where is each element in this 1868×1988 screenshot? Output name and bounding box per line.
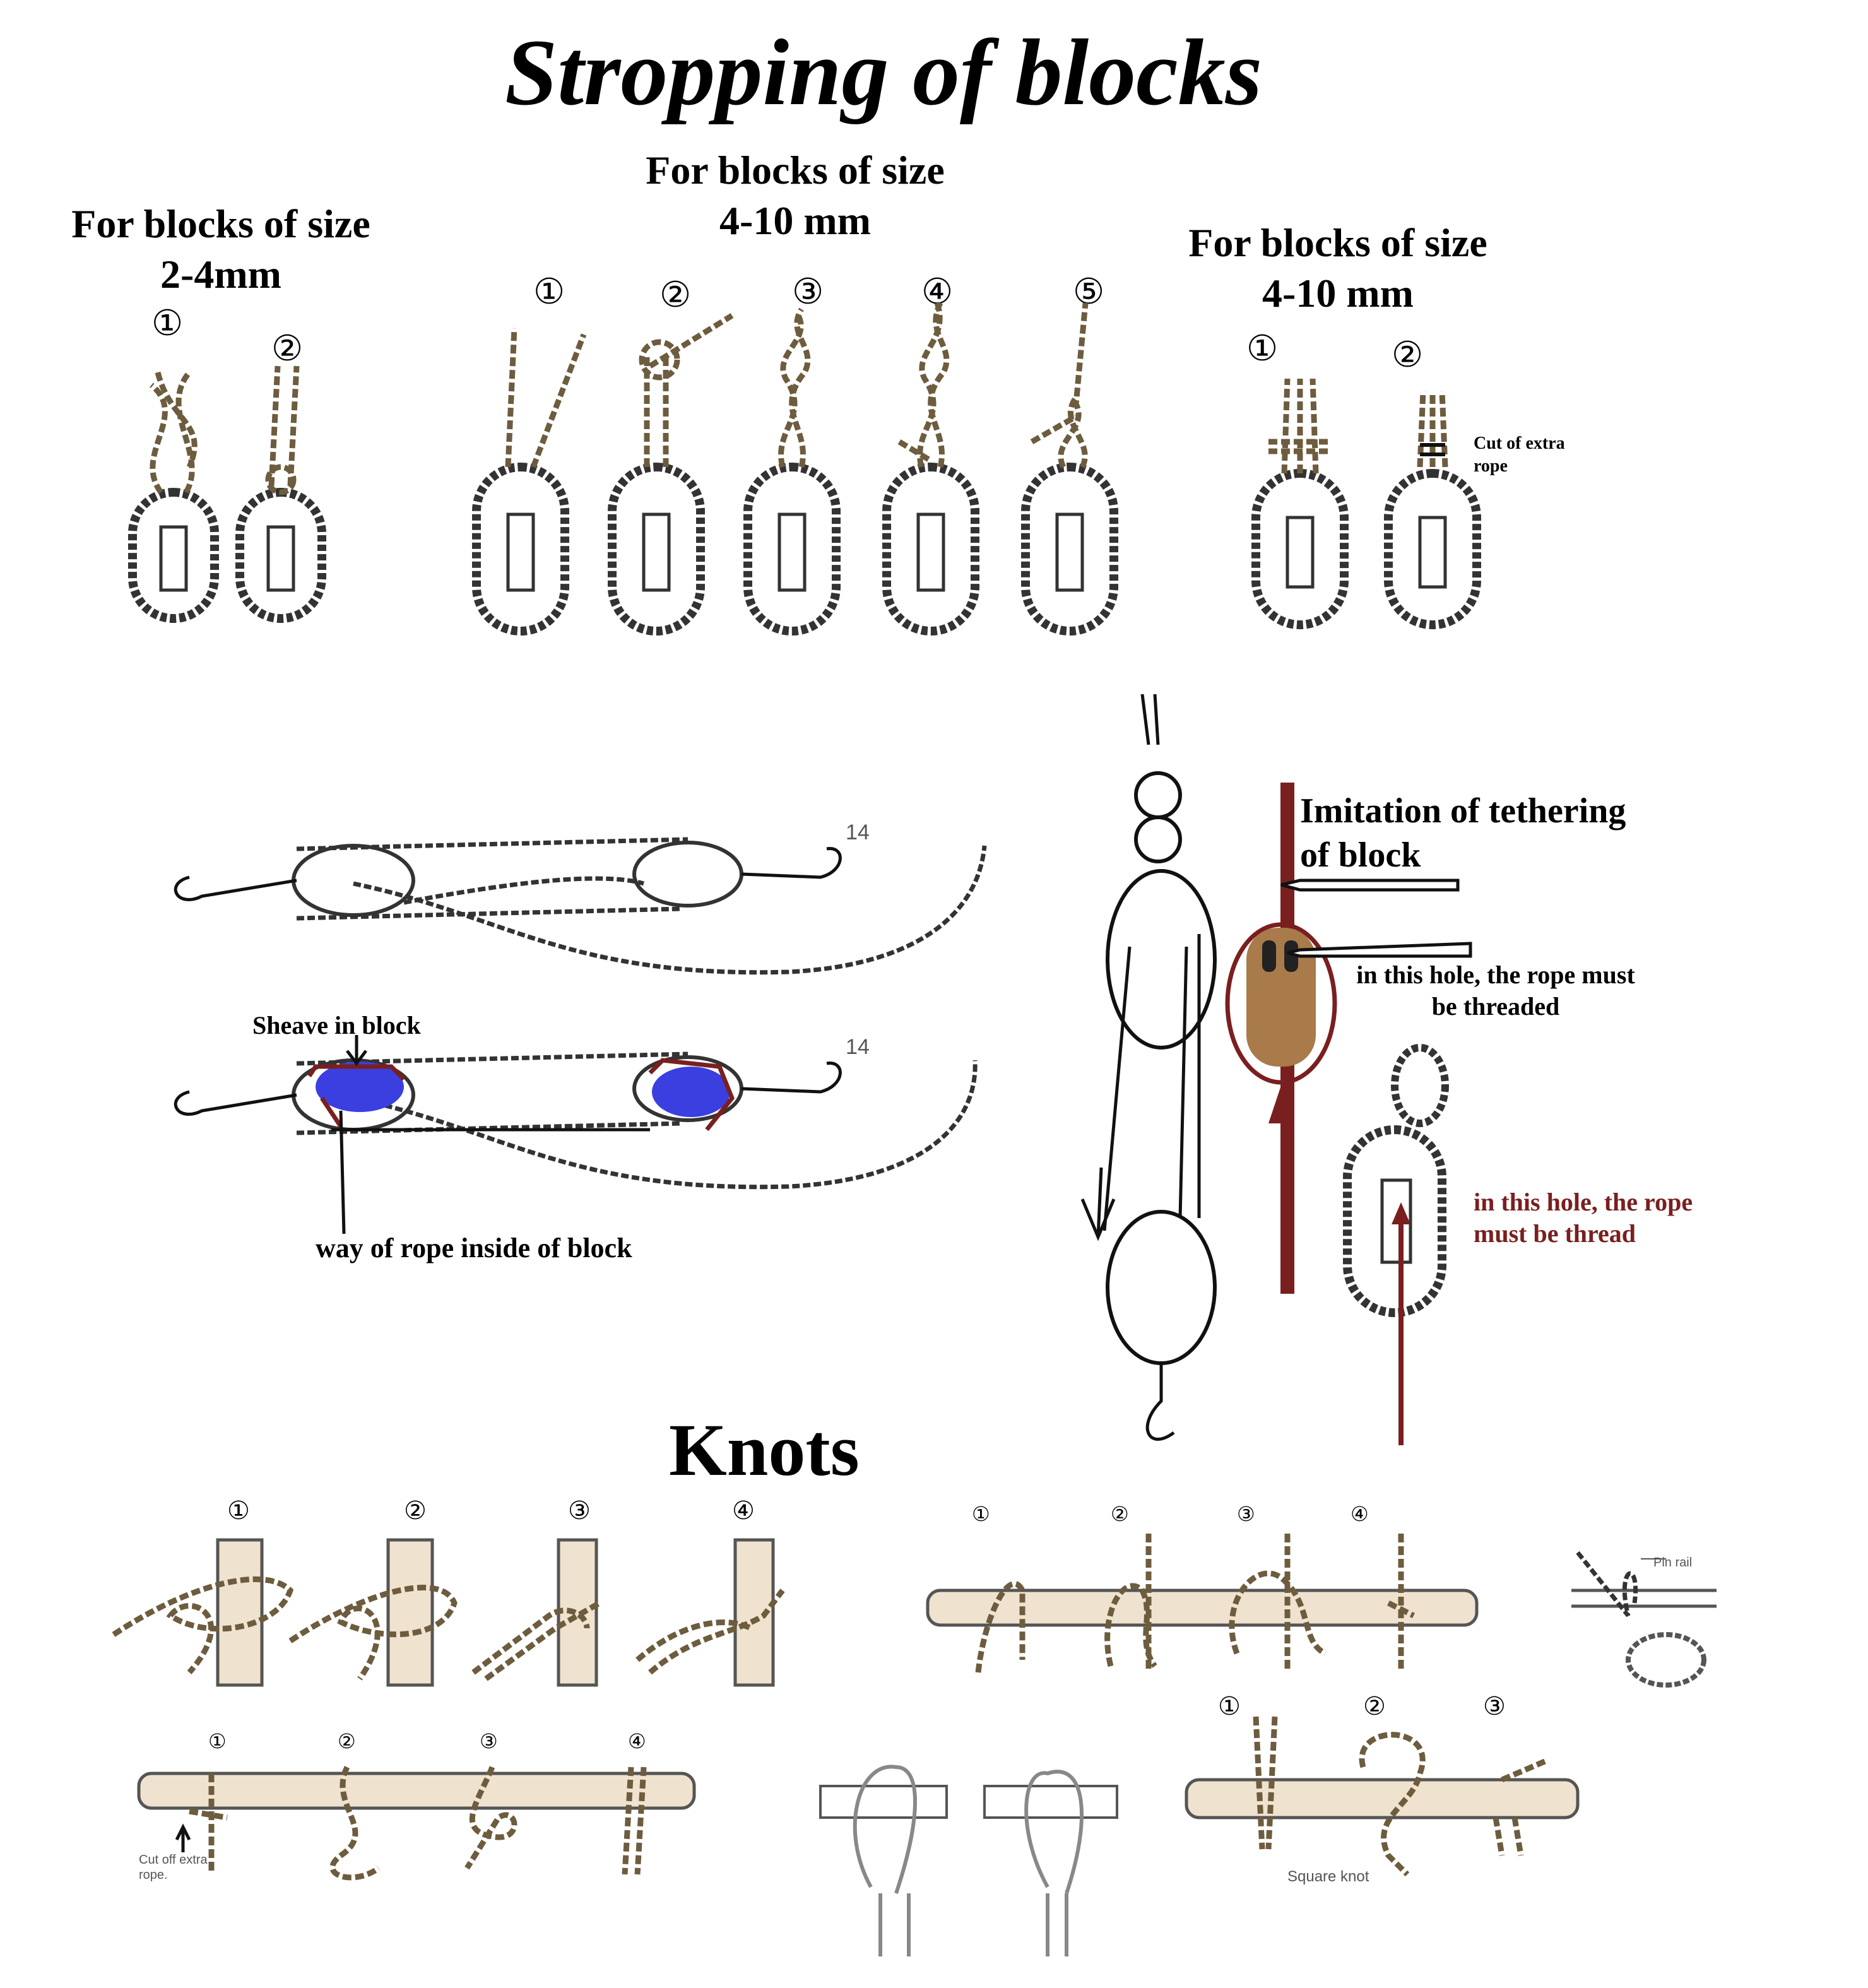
knot-step-2: ② <box>1111 1503 1129 1525</box>
knot-step-2: ② <box>404 1496 427 1525</box>
section-heading-line1: For blocks of size <box>646 148 945 192</box>
tackle-number-bottom: 14 <box>846 1035 870 1059</box>
section-heading-line2: 4-10 mm <box>1262 271 1414 316</box>
tackle-number-top: 14 <box>846 820 870 844</box>
knot-step-1: ① <box>208 1730 227 1753</box>
tackle-bottom <box>174 1035 978 1234</box>
knot-step-2: ② <box>338 1730 356 1753</box>
pin-rail-knot <box>1571 1551 1717 1688</box>
tethering-diagram <box>1080 694 1472 1445</box>
step-number-3: ③ <box>792 273 824 312</box>
section-heading-line1: For blocks of size <box>71 201 370 246</box>
tether-block <box>1225 783 1472 1294</box>
rail-knots-bottom <box>137 1765 696 1881</box>
step-number-2: ② <box>1392 336 1424 375</box>
knot-step-2: ② <box>1363 1692 1386 1720</box>
step-number-1: ① <box>151 304 184 343</box>
hanging-block <box>1343 1044 1449 1445</box>
rail-knots-top <box>926 1534 1479 1673</box>
pin-rail-label: Pin rail <box>1653 1556 1693 1570</box>
knot-step-3: ③ <box>480 1730 498 1753</box>
knot-step-4: ④ <box>1351 1503 1369 1525</box>
knot-step-4: ④ <box>628 1730 646 1753</box>
knot-step-3: ③ <box>1237 1503 1255 1525</box>
step-number-1: ① <box>1246 329 1279 369</box>
cut-of-extra-rope-label: Cut of extra rope <box>1474 434 1565 476</box>
section-heading-2-4mm: For blocks of size 2-4mm <box>50 199 391 300</box>
knot-step-1: ① <box>227 1496 250 1525</box>
square-knot-label: Square knot <box>1287 1868 1369 1885</box>
knot-step-1: ① <box>1218 1692 1241 1720</box>
square-knot-rail <box>1185 1716 1580 1877</box>
way-of-rope-label: way of rope inside of block <box>316 1233 632 1263</box>
section-heading-line1: For blocks of size <box>1188 220 1487 265</box>
section-heading-line2: 2-4mm <box>160 252 281 297</box>
section-heading-4-10mm-a: For blocks of size 4-10 mm <box>618 145 972 246</box>
block-drawing <box>128 301 1481 636</box>
hole-threaded-label: in this hole, the rope must be threaded <box>1356 961 1635 1021</box>
imitation-label: Imitation of tethering of block <box>1300 791 1626 875</box>
belay-knots <box>819 1765 1118 1956</box>
cut-off-extra-rope-label: Cut off extra rope. <box>139 1853 208 1882</box>
tackle-top <box>174 837 987 975</box>
knot-step-1: ① <box>972 1503 990 1525</box>
knot-step-4: ④ <box>732 1496 755 1525</box>
step-number-1: ① <box>533 273 565 312</box>
vertical-tackle <box>1080 694 1217 1441</box>
step-number-2: ② <box>271 329 304 369</box>
post-knots <box>112 1538 785 1687</box>
section-heading-4-10mm-b: For blocks of size 4-10 mm <box>1161 218 1515 319</box>
knot-step-3: ③ <box>568 1496 591 1525</box>
tackle-diagrams <box>174 837 987 1234</box>
sheave-in-block-label: Sheave in block <box>252 1011 421 1039</box>
page-title: Stropping of blocks <box>504 20 1263 125</box>
knot-step-3: ③ <box>1483 1692 1506 1720</box>
hole-thread-label: in this hole, the rope must be thread <box>1474 1188 1693 1248</box>
step-number-5: ⑤ <box>1073 273 1105 312</box>
step-number-2: ② <box>659 276 692 315</box>
knots-title: Knots <box>669 1409 860 1491</box>
section-heading-line2: 4-10 mm <box>719 198 871 243</box>
stropped-blocks-illustration <box>128 301 1481 636</box>
